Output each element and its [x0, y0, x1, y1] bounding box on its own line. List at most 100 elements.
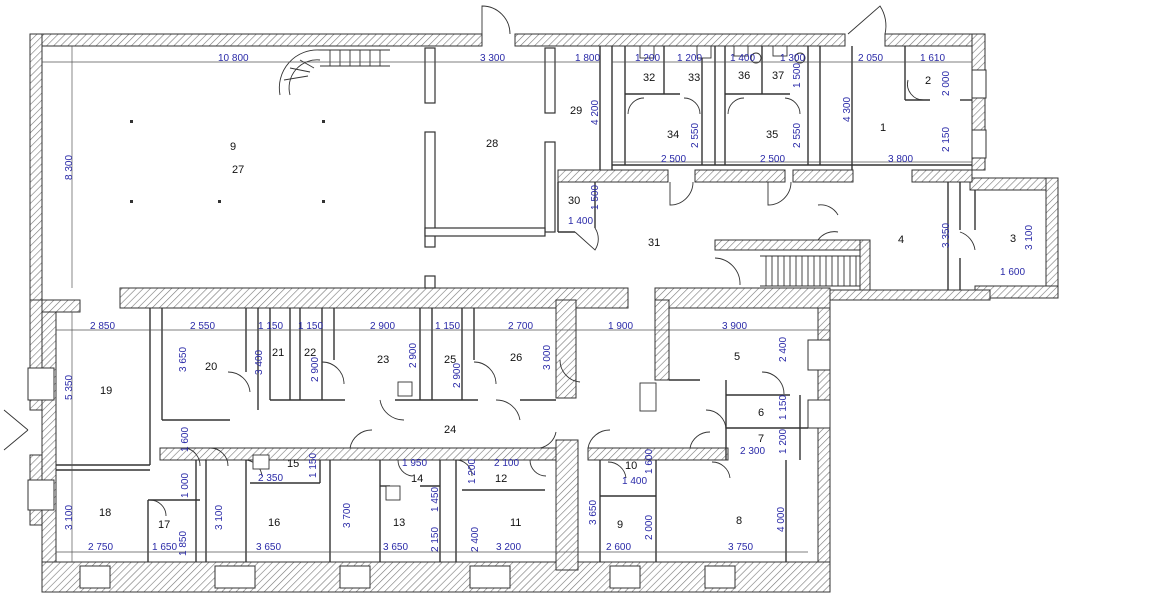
- dim-label: 1 800: [575, 53, 600, 64]
- dim-label: 1 850: [178, 531, 189, 556]
- dim-label: 2 500: [661, 154, 686, 165]
- dim-label: 1 150: [298, 321, 323, 332]
- dim-label: 1 200: [635, 53, 660, 64]
- dim-label: 3 100: [1024, 225, 1035, 250]
- dim-label: 3 900: [722, 321, 747, 332]
- dim-label: 1 200: [467, 459, 478, 484]
- dim-label: 1 300: [780, 53, 805, 64]
- dim-label: 1 200: [677, 53, 702, 64]
- room-label: 12: [495, 473, 507, 485]
- dim-label: 1 400: [730, 53, 755, 64]
- dim-label: 2 850: [90, 321, 115, 332]
- room-label: 5: [734, 351, 740, 363]
- dim-label: 1 500: [590, 185, 601, 210]
- dim-label: 1 400: [622, 476, 647, 487]
- room-label: 4: [898, 234, 904, 246]
- dim-label: 2 750: [88, 542, 113, 553]
- dim-label: 1 500: [792, 63, 803, 88]
- room-label: 23: [377, 354, 389, 366]
- room-label: 14: [411, 473, 423, 485]
- dim-label: 2 900: [310, 357, 321, 382]
- room-labels: 1 2 3 4 5 6 7 8 9 9 10 11 12 13 14 15 16…: [99, 70, 1016, 531]
- dim-label: 2 500: [760, 154, 785, 165]
- dim-label: 2 150: [430, 527, 441, 552]
- room-label: 20: [205, 361, 217, 373]
- room-label: 36: [738, 70, 750, 82]
- room-label: 29: [570, 105, 582, 117]
- dim-label: 2 000: [941, 71, 952, 96]
- dim-label: 2 350: [258, 473, 283, 484]
- room-label: 24: [444, 424, 456, 436]
- room-label: 25: [444, 354, 456, 366]
- spiral-staircase: [278, 49, 390, 96]
- room-label: 11: [510, 517, 521, 529]
- room-label: 33: [688, 72, 700, 84]
- dim-label: 2 550: [792, 123, 803, 148]
- dim-label: 2 100: [494, 458, 519, 469]
- straight-staircase: [760, 255, 860, 287]
- room-label: 35: [766, 129, 778, 141]
- dim-label: 3 100: [214, 505, 225, 530]
- room-label: 30: [568, 195, 580, 207]
- room-label: 15: [287, 458, 299, 470]
- dimension-labels: 10 800 3 300 1 800 1 200 1 200 1 400 1 3…: [64, 53, 1035, 556]
- dim-label: 3 800: [888, 154, 913, 165]
- interior-walls: [119, 47, 973, 571]
- dim-label: 1 000: [180, 473, 191, 498]
- dim-label: 1 450: [430, 487, 441, 512]
- room-label: 8: [736, 515, 742, 527]
- dim-label: 2 900: [408, 343, 419, 368]
- dim-label: 1 200: [778, 429, 789, 454]
- dim-label: 2 150: [941, 127, 952, 152]
- room-label: 9: [230, 141, 236, 153]
- dim-label: 1 950: [402, 458, 427, 469]
- room-label: 9: [617, 519, 623, 531]
- dim-label: 2 000: [644, 515, 655, 540]
- room-label: 7: [758, 433, 764, 445]
- dim-label: 3 100: [64, 505, 75, 530]
- dim-label: 1 900: [608, 321, 633, 332]
- dim-label: 3 750: [728, 542, 753, 553]
- room-label: 2: [925, 75, 931, 87]
- dim-label: 1 150: [258, 321, 283, 332]
- room-label: 6: [758, 407, 764, 419]
- dim-label: 2 600: [606, 542, 631, 553]
- room-label: 3: [1010, 233, 1016, 245]
- dim-label: 4 200: [590, 100, 601, 125]
- dim-label: 2 400: [778, 337, 789, 362]
- room-label: 1: [880, 122, 886, 134]
- dim-label: 3 300: [480, 53, 505, 64]
- dim-label: 2 900: [452, 363, 463, 388]
- room-label: 28: [486, 138, 498, 150]
- partitions: [56, 46, 976, 562]
- dim-label: 3 700: [342, 503, 353, 528]
- dim-label: 3 650: [178, 347, 189, 372]
- room-label: 16: [268, 517, 280, 529]
- dim-label: 8 300: [64, 155, 75, 180]
- dim-label: 3 650: [256, 542, 281, 553]
- dim-label: 1 600: [1000, 267, 1025, 278]
- room-label: 26: [510, 352, 522, 364]
- dim-label: 5 350: [64, 375, 75, 400]
- dimension-lines: [42, 46, 972, 562]
- dim-label: 1 600: [180, 427, 191, 452]
- dim-label: 2 050: [858, 53, 883, 64]
- dim-label: 2 400: [470, 527, 481, 552]
- dim-label: 1 610: [920, 53, 945, 64]
- dim-label: 1 150: [778, 395, 789, 420]
- room-label: 21: [272, 347, 284, 359]
- room-label: 32: [643, 72, 655, 84]
- dim-label: 3 650: [588, 500, 599, 525]
- dim-label: 3 000: [542, 345, 553, 370]
- doors: [3, 5, 976, 517]
- dim-label: 2 550: [690, 123, 701, 148]
- dim-label: 4 300: [842, 97, 853, 122]
- room-label: 27: [232, 164, 244, 176]
- windows: [27, 69, 987, 589]
- dim-label: 3 650: [383, 542, 408, 553]
- dim-label: 2 300: [740, 446, 765, 457]
- room-label: 22: [304, 347, 316, 359]
- exterior-walls: [29, 33, 1059, 593]
- dim-label: 10 800: [218, 53, 249, 64]
